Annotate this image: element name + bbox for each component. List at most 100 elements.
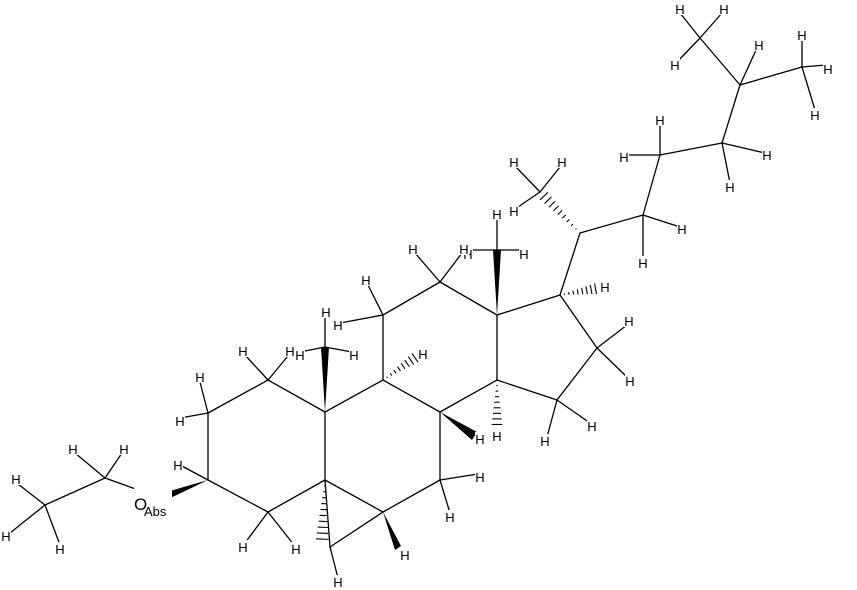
hydrogen-label-background [295,348,305,361]
hydrogen-label: H [519,247,528,262]
hydrogen-label: H [321,305,330,320]
hydrogen-label: H [445,510,454,525]
bond [556,347,598,401]
hydrogen-label-background [238,540,248,553]
hydrogen-label: H [725,180,734,195]
hydrogen-label-background [677,222,687,235]
bond [559,294,598,349]
bond [17,483,46,506]
hydrogen-label: H [638,256,647,271]
bond [439,281,498,316]
hash-stroke [561,214,567,219]
bond [324,346,353,353]
hash-stroke [594,283,598,295]
hydrogen-label-background [418,347,428,360]
bond [439,379,498,413]
hydrogen-label: H [119,442,128,457]
bond [244,354,269,381]
hydrogen-label-background [285,344,295,357]
hydrogen-label-background [509,155,519,168]
hydrogen-label: H [173,458,182,473]
hydrogen-label: H [600,280,609,295]
hydrogen-label: H [400,548,409,563]
bond [515,166,541,193]
bond [267,379,326,413]
hash-bond-c20-methyl [539,191,577,230]
hydrogen-label-background [557,155,567,168]
hydrogen-label-background [333,318,343,331]
hash-stroke [397,366,401,372]
hash-stroke [575,228,577,230]
hydrogen-label-background [638,256,648,269]
hydrogen-label: H [475,432,484,447]
bond [517,191,541,208]
wedge-bond-c13-methyl [493,250,501,315]
hash-stroke [585,286,588,295]
bond [496,294,561,316]
bond [382,281,441,316]
hydrogen-label: H [238,344,247,359]
bond [676,37,701,63]
hydrogen-label-background [361,273,371,286]
hydrogen-label-background [675,2,685,15]
hydrogen-label: H [333,575,342,590]
hash-stroke [589,284,593,295]
bond [496,379,558,401]
hydrogen-label: H [587,419,596,434]
bond [382,479,441,513]
bond [367,284,384,316]
hydrogen-label-background [600,280,610,293]
bond [74,452,106,479]
bond [44,504,61,546]
hydrogen-label-background [519,247,529,260]
hydrogen-label: H [195,370,204,385]
bond [721,142,731,184]
hydrogen-label: H [619,150,628,165]
bond [721,84,741,144]
bond [382,379,441,413]
hydrogen-label-background [719,2,729,15]
bond [739,47,758,86]
hydrogen-label-background [475,432,485,445]
hydrogen-label-background [725,180,735,193]
hydrogen-label: H [762,148,771,163]
hydrogen-label-background [333,575,343,588]
oxygen-label-background [134,488,172,510]
hydrogen-label: H [492,207,501,222]
hash-stroke [393,369,397,374]
hydrogen-label-background [55,542,65,555]
bond [414,252,441,283]
hash-stroke [407,356,415,365]
hydrogen-label: H [509,204,518,219]
hash-stroke [389,373,393,376]
bond [199,381,209,414]
hydrogen-label: H [1,529,10,544]
wedge-bond-c10-methyl [321,347,329,412]
bond [9,504,46,534]
bond [324,379,384,413]
hydrogen-label-background [195,370,205,383]
hydrogen-label: H [492,429,501,444]
hydrogen-label: H [670,58,679,73]
bond [207,379,269,414]
hash-stroke [570,223,574,227]
bond [539,166,561,193]
hydrogen-label-background [400,548,410,561]
hydrogen-label: H [625,374,634,389]
hydrogen-label: H [175,414,184,429]
hash-stroke [411,353,419,363]
bond [596,324,628,349]
hash-bond-c14-h [491,385,503,425]
hydrogen-label: H [361,273,370,288]
bond [439,252,463,283]
hash-stroke [553,205,559,212]
hydrogen-label: H [11,472,20,487]
hash-stroke [386,376,388,379]
hydrogen-label: H [754,38,763,53]
hash-stroke [400,363,406,370]
hydrogen-label-background [797,28,807,41]
hydrogen-label: H [238,540,247,555]
bond [801,66,816,111]
